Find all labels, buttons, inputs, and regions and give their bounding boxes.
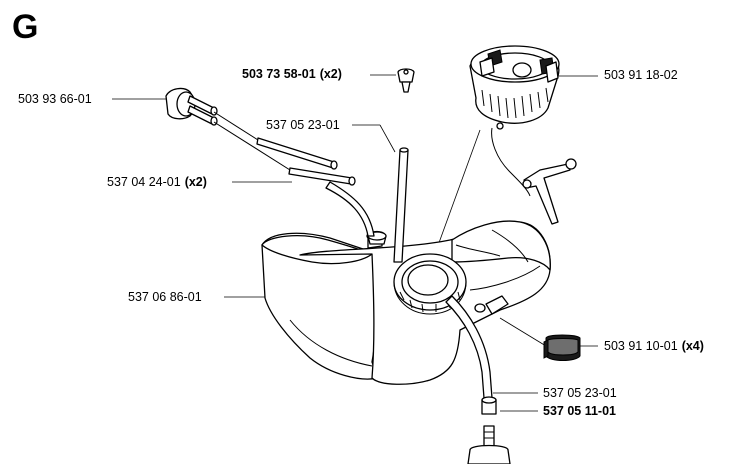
part-label-503-93-66-01: 503 93 66-01: [18, 92, 92, 106]
fuel-tank: [261, 220, 551, 385]
part-label-503-73-58-01: 503 73 58-01(x2): [242, 67, 342, 81]
grommet-top: [397, 68, 415, 93]
fuel-connector: [165, 87, 218, 126]
fuel-hoses: [213, 111, 375, 237]
part-label-503-91-18-02: 503 91 18-02: [604, 68, 678, 82]
part-label-537-05-23-01-upper: 537 05 23-01: [266, 118, 340, 132]
part-label-503-91-10-01: 503 91 10-01(x4): [604, 339, 704, 353]
section-letter: G: [12, 8, 39, 46]
fuel-cap: [469, 45, 577, 225]
part-label-537-04-24-01: 537 04 24-01(x2): [107, 175, 207, 189]
vent-hose: [393, 147, 409, 263]
part-label-537-06-86-01: 537 06 86-01: [128, 290, 202, 304]
rubber-buffer: [543, 334, 581, 361]
part-label-537-05-11-01: 537 05 11-01: [543, 404, 616, 418]
fuel-filter: [467, 396, 511, 464]
part-label-537-05-23-01-lower: 537 05 23-01: [543, 386, 617, 400]
